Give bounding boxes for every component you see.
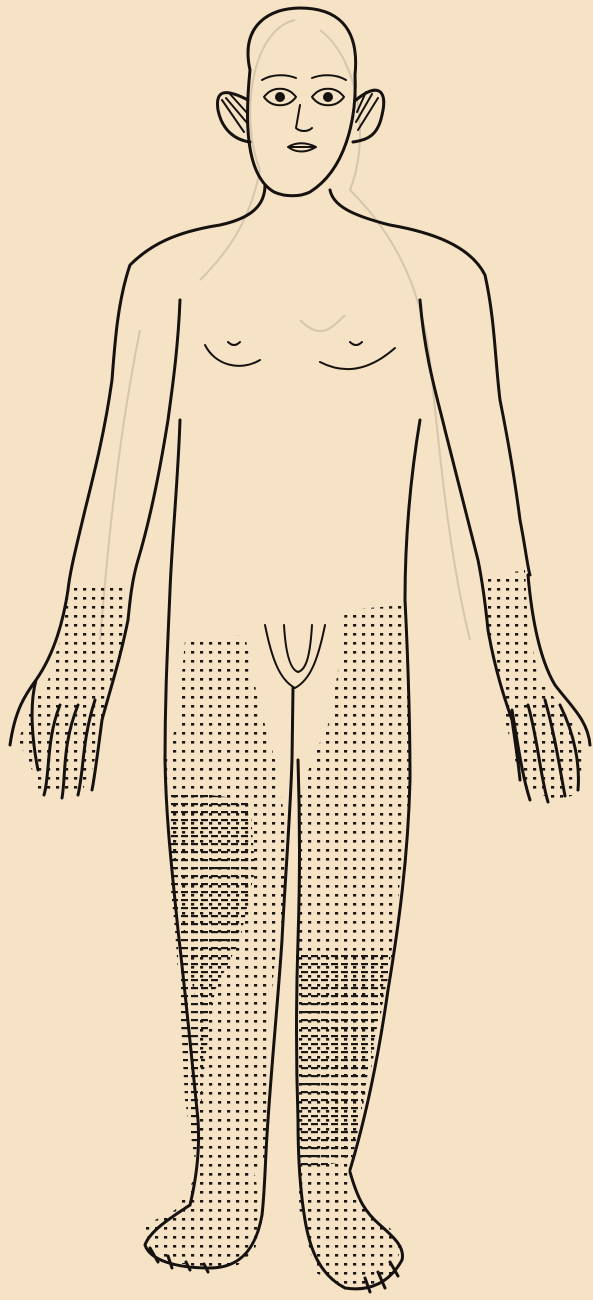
mouth <box>288 143 316 151</box>
left-pupil <box>323 92 333 102</box>
left-leg-dashes <box>296 950 395 1170</box>
left-nipple <box>350 342 362 345</box>
left-arm-inner <box>420 300 488 630</box>
right-pupil <box>275 92 285 102</box>
genital-outline <box>265 625 325 688</box>
eyebrows <box>262 75 346 80</box>
bleed-through-figure <box>100 20 470 640</box>
right-breast <box>205 345 260 366</box>
nose <box>296 105 312 131</box>
torso-right-outline <box>68 185 265 590</box>
right-nipple <box>228 342 240 345</box>
left-ear <box>353 90 384 142</box>
torso-left-outline <box>330 190 530 575</box>
left-breast <box>320 348 395 369</box>
